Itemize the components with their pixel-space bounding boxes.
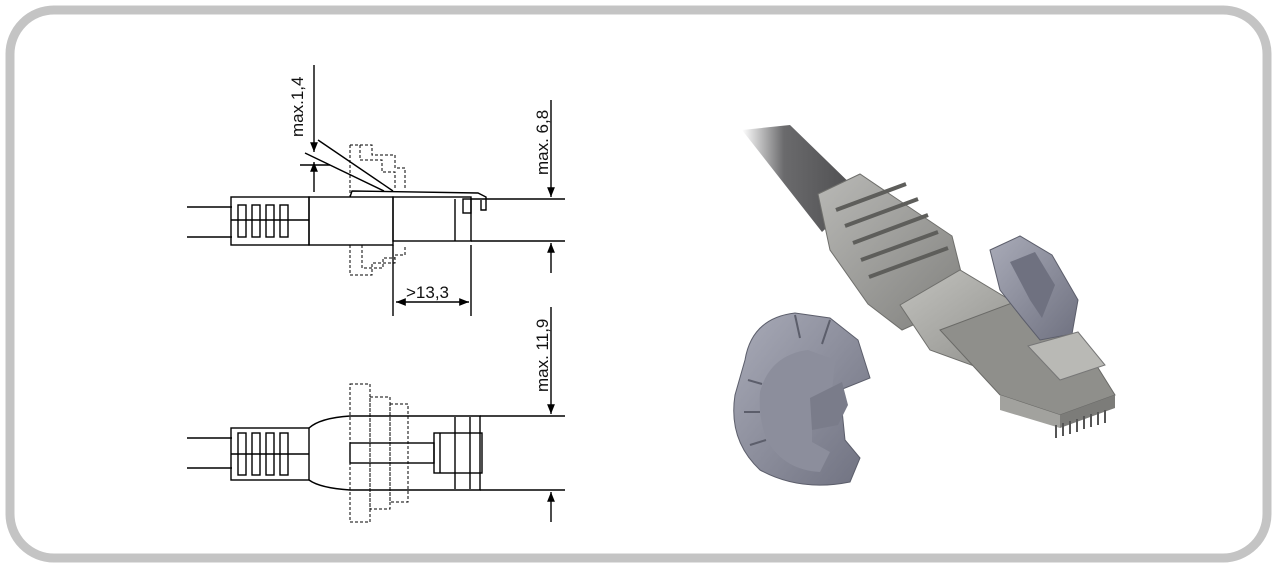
dim-max-6-8: max. 6,8 [533,110,552,175]
plug-top-view-drawing [187,307,565,523]
dim-min-13-3: >13,3 [406,283,449,302]
boot-clip-render [733,312,871,486]
frame-border [5,5,1272,563]
dim-max-11-9: max. 11,9 [533,319,552,392]
rj45-plug-render [742,125,1116,438]
dim-max-1-4: max.1,4 [288,77,307,137]
plug-side-view-drawing [187,65,565,316]
